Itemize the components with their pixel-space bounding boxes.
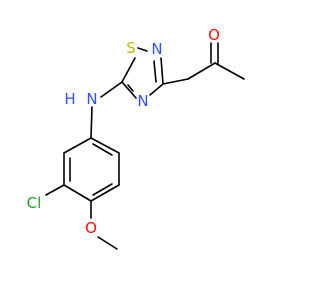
atom-n-ring-top: N	[151, 40, 162, 58]
atom-s-ring: S	[126, 39, 136, 57]
bond-benz-c1-c2	[63, 137, 92, 154]
bond-aryl-cl	[45, 184, 65, 196]
bond-benz-inner-b	[92, 183, 113, 196]
bond-s-n2	[137, 47, 148, 52]
bond-carbonyl-methyl	[214, 62, 245, 80]
bond-n2-c3-a	[160, 57, 164, 85]
bond-c3-n4	[149, 83, 164, 96]
bond-s-c5	[121, 57, 136, 83]
bond-nh-aryl	[90, 106, 93, 139]
bond-benz-c6-c1	[90, 137, 120, 154]
bond-n4-c5-b	[127, 84, 134, 92]
atom-h-amine: H	[64, 90, 75, 108]
atom-labels: O S N N H N Cl O	[27, 26, 220, 237]
bond-ch2-ring	[162, 78, 189, 85]
bond-benz-c4-c5	[90, 184, 120, 202]
atom-cl: Cl	[27, 194, 42, 212]
bond-benz-c3-c4	[63, 184, 92, 202]
atom-o-ketone: O	[208, 26, 220, 44]
atom-n-ring-bottom: N	[137, 92, 148, 110]
atom-n-amine: N	[86, 90, 97, 108]
bond-c5-nh	[100, 81, 123, 98]
bonds	[45, 42, 245, 250]
bond-benz-inner-c	[92, 143, 113, 156]
atom-o-methoxy: O	[85, 219, 97, 237]
bond-o-methyl	[97, 236, 118, 250]
bond-n4-c5-a	[121, 81, 137, 99]
molecule-structure: O S N N H N Cl O	[27, 26, 245, 250]
bond-n2-c3-b	[153, 60, 157, 83]
bond-carbonyl-ch2	[187, 62, 216, 80]
